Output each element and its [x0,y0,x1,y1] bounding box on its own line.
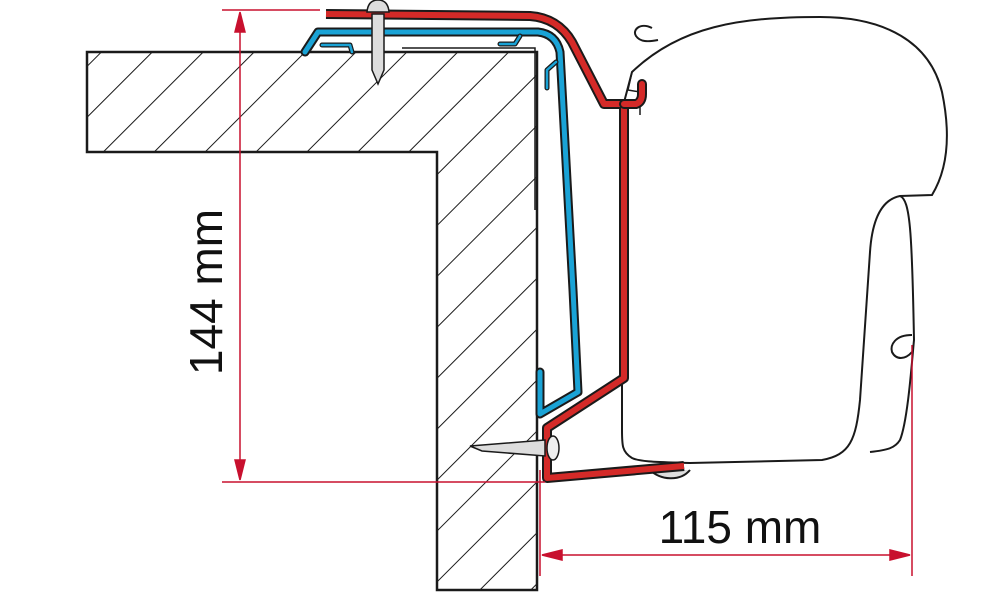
arrow-up-icon [234,11,246,33]
wall-edge-strip [402,47,536,210]
arrow-left-icon [541,549,563,561]
width-dimension [539,345,913,576]
side-screw [469,435,560,461]
width-label: 115 mm [659,501,822,553]
arrow-down-icon [234,459,246,481]
height-dimension [222,9,545,483]
vehicle-wall-section [85,50,539,592]
arrow-right-icon [889,549,911,561]
top-screw [366,0,390,86]
mounting-rail-profile [300,27,583,419]
awning-cassette [621,15,948,480]
height-label: 144 mm [180,209,232,375]
adapter-profile [325,9,685,483]
